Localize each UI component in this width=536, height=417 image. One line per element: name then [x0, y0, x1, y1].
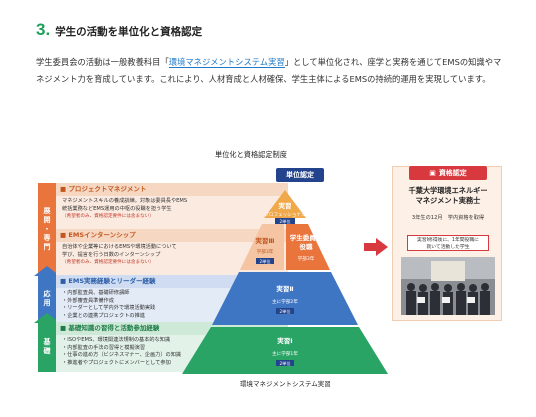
section-number: 3. — [36, 20, 51, 39]
group-photo-image — [401, 257, 495, 315]
pyramid-level2-sub: 主に学部2年 — [272, 298, 298, 305]
certification-note: 実習Ⅰ修得後に、1年間役職に 就いて活動した学生 — [407, 235, 489, 251]
pyramid-level1-credit: 2単位 — [279, 360, 290, 367]
pyramid-top-title: 実習 — [279, 201, 292, 210]
pyramid-top-sub: プロフェッショナル — [264, 212, 306, 218]
pyramid-level1-sub: 主に学部1年 — [272, 350, 298, 357]
diagram-title: 単位化と資格認定制度 — [215, 150, 287, 159]
credit-badge — [256, 258, 274, 264]
pyramid-level3-left-credit: 2単位 — [259, 258, 270, 265]
right-arrow-icon — [364, 238, 388, 256]
up-arrow-icon — [34, 266, 60, 276]
credit-badge — [275, 218, 295, 224]
course-link[interactable]: 環境マネジメントシステム実習 — [168, 57, 285, 68]
pyramid-level3-right-title1: 学生委員会 — [290, 233, 323, 242]
group-photo — [401, 257, 495, 315]
certification-panel: ▣資格認定 千葉大学環境エネルギー マネジメント実務士 3年生の12月 学内資格… — [392, 166, 502, 321]
row-head: ■ EMS実務経験とリーダー経験 — [56, 275, 288, 288]
pyramid-level2-credit: 2単位 — [279, 308, 290, 315]
row-body: マネジメントスキルの養成訓練。対象は委員長やEMS 統括業務などEMS運用の中枢… — [56, 196, 288, 229]
intro-paragraph: 学生委員会の活動は一般教養科目「環境マネジメントシステム実習」として単位化され、… — [36, 54, 506, 88]
certification-line: 3年生の12月 学内資格を取得 — [411, 215, 485, 221]
pyramid-top — [264, 190, 306, 218]
pyramid-level3-left-title: 実習Ⅲ — [255, 236, 274, 245]
section-title: 学生の活動を単位化と資格認定 — [55, 26, 203, 38]
pyramid-level1 — [182, 327, 388, 374]
intro-text-before: 学生委員会の活動は一般教養科目「 — [36, 57, 169, 67]
credit-badge — [276, 360, 294, 366]
section-heading: 3. 学生の活動を単位化と資格認定 — [36, 20, 202, 40]
certification-badge: ▣資格認定 — [409, 166, 487, 180]
intro-text-after: 」として単位化され、座学と実務を通じてEMSの知識やマネジメント力を育成していま… — [36, 57, 502, 84]
credit-badge — [276, 308, 294, 314]
category-base: 基礎 — [38, 322, 56, 372]
certificate-icon: ▣ — [429, 169, 436, 177]
pyramid-diagram: 実習 プロフェッショナル 2単位 実習Ⅲ 学部3年 2単位 学生委員会 役職 学… — [182, 190, 388, 374]
pyramid-top-credit: 2単位 — [279, 218, 290, 225]
pyramid-level2-title: 実習Ⅱ — [276, 284, 293, 293]
category-apply: 応用 — [38, 275, 56, 322]
row-project-management: ■ プロジェクトマネジメント マネジメントスキルの養成訓練。対象は委員長やEMS… — [56, 183, 288, 229]
category-expand: 展開・専門 — [38, 183, 56, 275]
pyramid-level3-right-sub: 学部3年 — [298, 255, 315, 262]
pyramid-level2 — [212, 272, 358, 325]
pyramid-level3-left-sub: 学部3年 — [257, 248, 274, 255]
up-arrow-icon — [34, 313, 60, 323]
unit-certification-badge: 単位認定 — [276, 168, 324, 182]
pyramid-level1-title: 実習Ⅰ — [277, 336, 292, 345]
row-head: ■ EMSインターンシップ — [56, 229, 288, 242]
system-label: 環境マネジメントシステム実習 — [240, 380, 331, 388]
row-head: ■ プロジェクトマネジメント — [56, 183, 288, 196]
certification-title: 千葉大学環境エネルギー マネジメント実務士 — [408, 186, 488, 205]
pyramid-level3-right-title2: 役職 — [300, 242, 314, 251]
pyramid-level3-right — [286, 224, 330, 270]
